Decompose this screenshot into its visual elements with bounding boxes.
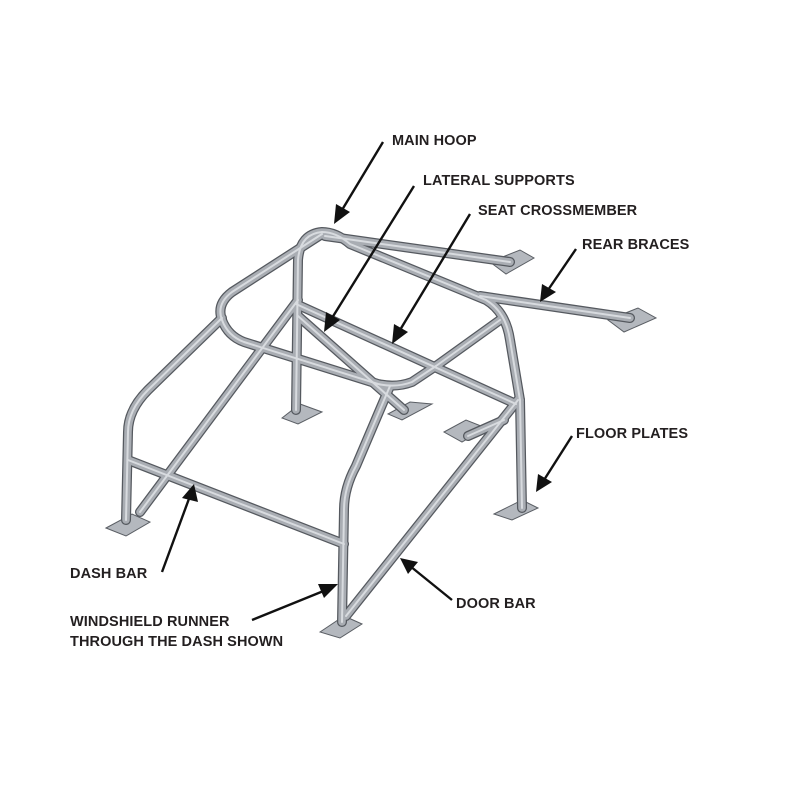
arrow-head-icon [392, 324, 408, 344]
label-rear-braces: REAR BRACES [582, 237, 690, 253]
label-door-bar: DOOR BAR [456, 596, 536, 612]
label-windshield-runner-line1: WINDSHIELD RUNNER [70, 614, 230, 630]
arrow-head-icon [540, 284, 556, 302]
label-windshield-runner-line2: THROUGH THE DASH SHOWN [70, 634, 284, 650]
label-main-hoop: MAIN HOOP [392, 133, 477, 149]
arrow-head-icon [400, 558, 418, 574]
arrow-head-icon [182, 484, 198, 502]
floor-plates [104, 249, 658, 639]
label-floor-plates: FLOOR PLATES [576, 426, 689, 442]
label-seat-crossmember: SEAT CROSSMEMBER [478, 203, 638, 219]
leader-arrows [160, 141, 577, 622]
arrow-head-icon [536, 474, 552, 492]
label-lateral-supports: LATERAL SUPPORTS [423, 173, 575, 189]
arrow-head-icon [334, 204, 350, 224]
arrow-head-icon [318, 584, 338, 598]
arrow-head-icon [324, 312, 340, 332]
label-dash-bar: DASH BAR [70, 566, 148, 582]
